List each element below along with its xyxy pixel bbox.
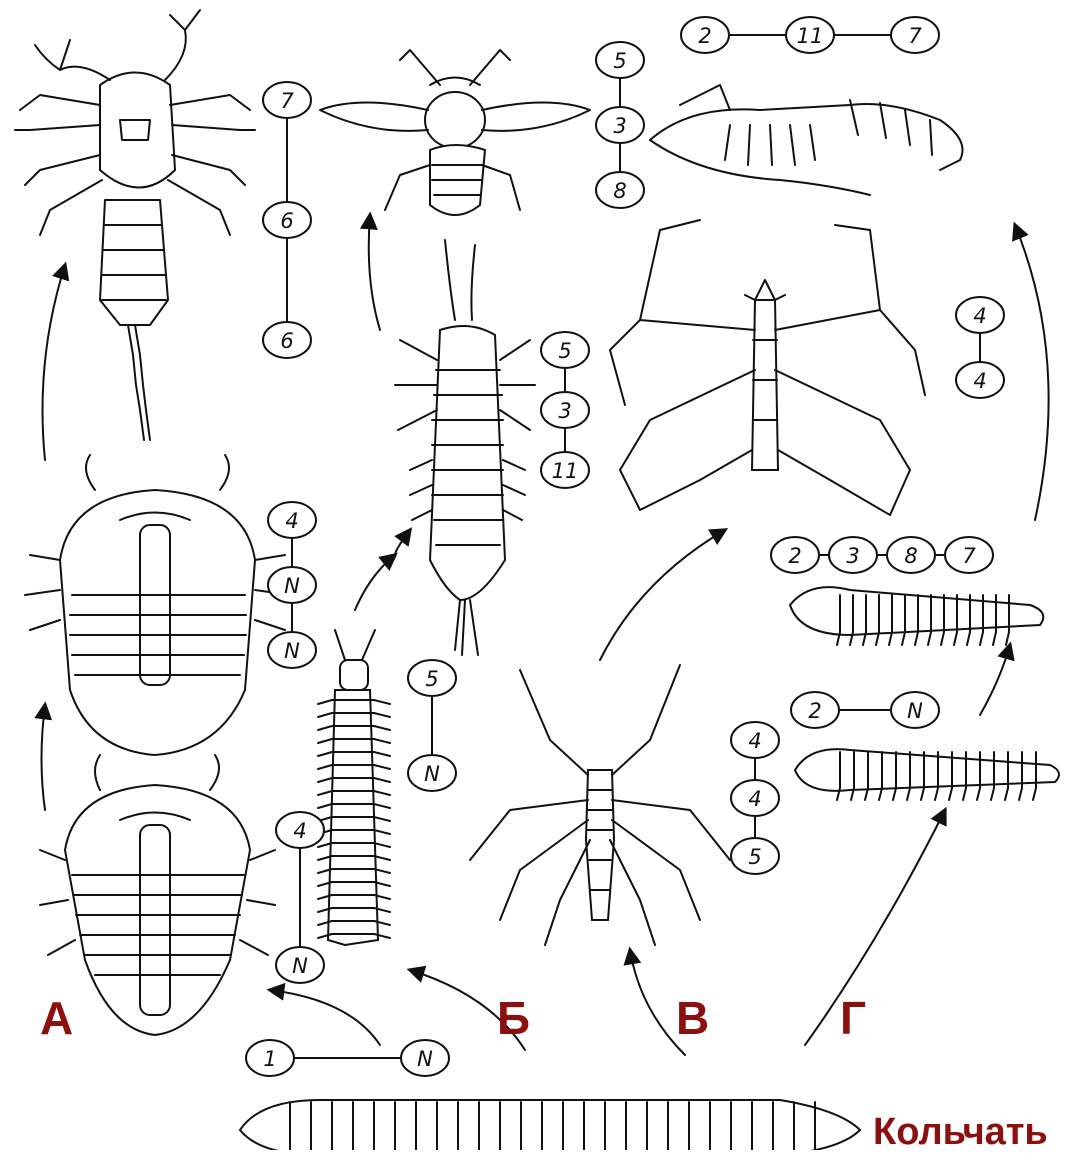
formula-node-value: 5 [558,339,571,363]
formula-node-value: 6 [280,329,293,353]
group-label-a: А [40,995,73,1041]
annelid-worm-drawing [240,1100,860,1150]
fly-drawing [320,50,590,215]
formula-node-value: 4 [748,787,761,811]
scorpion-drawing [15,10,255,440]
small-arachnid-drawing [470,665,730,945]
formula-node-value: 8 [613,179,626,203]
shrimp-drawing [650,85,963,195]
formula-node-value: 11 [797,24,824,48]
millipede-upper-drawing [790,587,1043,645]
formula-fly: 5 3 8 [596,42,644,208]
formula-node-value: 8 [904,544,917,568]
trilobite-upper-drawing [25,455,290,755]
formula-node-value: 6 [280,209,293,233]
formula-insect-larva: 5 3 11 [541,332,589,488]
formula-node-value: N [284,639,300,663]
formula-node-value: 4 [973,369,986,393]
formula-node-value: 2 [808,699,821,723]
formula-node-value: N [284,574,300,598]
formula-node-value: N [424,762,440,786]
formula-node-value: N [907,699,923,723]
formula-scorpion: 7 6 6 [263,82,311,358]
group-label-g: Г [840,995,866,1041]
formula-trilobite-lower: 4N [276,812,324,983]
formula-centipede: 5N [408,660,456,791]
formula-small-arachnid: 4 4 5 [731,722,779,874]
formula-node-value: 3 [558,399,571,423]
formula-node-value: 7 [280,89,294,113]
formula-node-value: 4 [748,729,761,753]
insect-larva-drawing [395,240,535,655]
group-label-v: В [676,995,709,1041]
formula-node-value: 3 [613,114,626,138]
formula-node-value: 4 [293,819,306,843]
formula-node-value: 5 [613,49,626,73]
trilobite-lower-drawing [40,755,275,1035]
formula-millipede-upper: 2 3 8 7 [771,537,993,573]
formula-node-value: 7 [962,544,976,568]
formula-node-value: 5 [748,845,761,869]
ancestor-label: Кольчать [873,1113,1048,1151]
millipede-lower-drawing [795,749,1059,800]
formula-node-value: 3 [846,544,859,568]
centipede-drawing [318,630,390,945]
formula-node-value: 4 [973,304,986,328]
formula-node-value: 2 [788,544,801,568]
formula-node-value: 4 [285,509,298,533]
formula-node-value: 1 [263,1047,276,1071]
formula-node-value: 5 [425,667,438,691]
formula-node-value: N [292,954,308,978]
formula-shrimp: 2 11 7 [681,17,939,53]
formula-node-value: 7 [908,24,922,48]
formula-trilobite-upper: 4N N [268,502,316,668]
sea-spider-drawing [610,220,925,515]
formula-node-value: 11 [552,459,579,483]
formula-node-value: N [417,1047,433,1071]
formula-sea-spider: 44 [956,297,1004,398]
formula-node-value: 2 [698,24,711,48]
group-label-b: Б [497,995,530,1041]
